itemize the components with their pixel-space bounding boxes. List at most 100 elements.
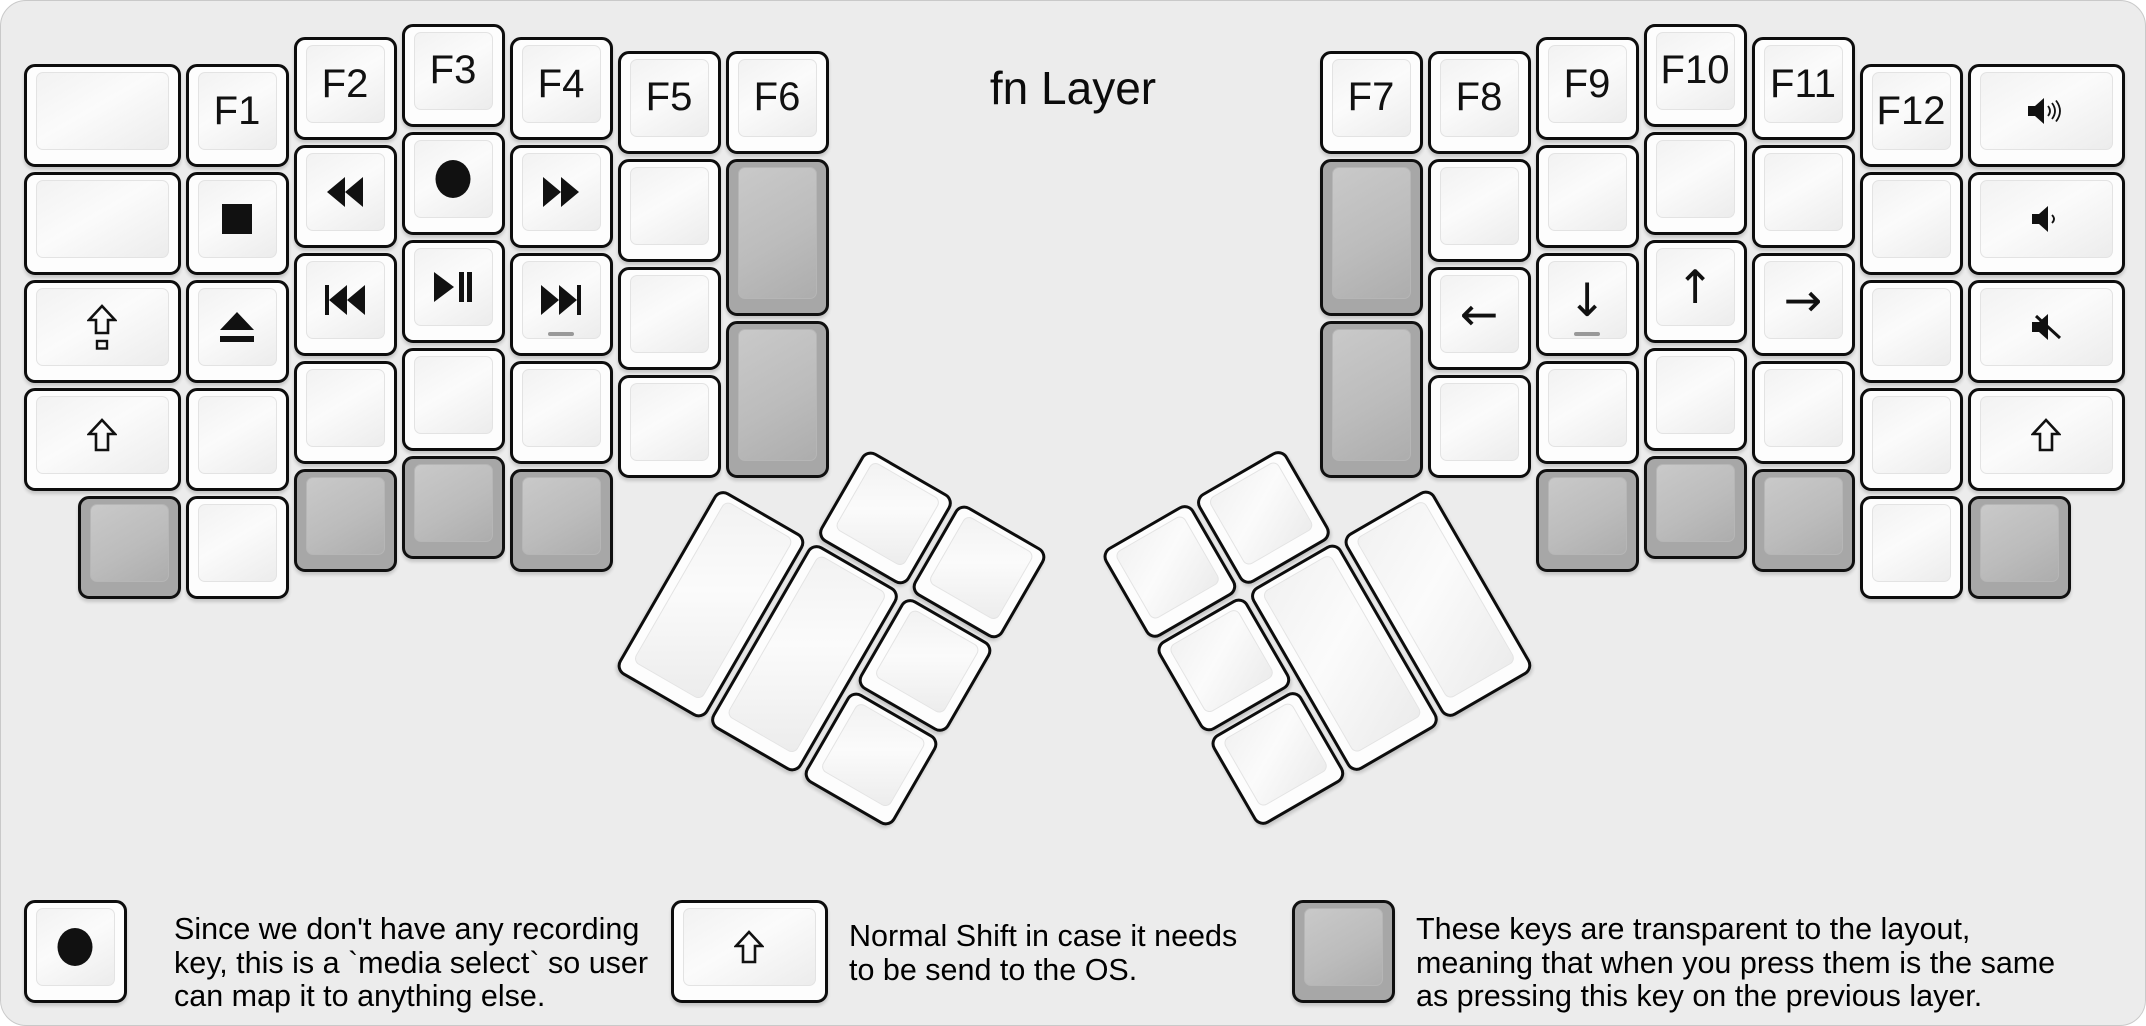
key-transparent[interactable] [1535,469,1639,572]
key-transparent[interactable] [1643,455,1747,559]
key-legend: F10 [1656,32,1735,110]
key-blank[interactable] [1859,496,1963,599]
key-transparent[interactable] [1319,158,1423,316]
key-legend: F11 [1764,45,1843,123]
keycap-surface [1331,58,1411,137]
shift-icon [683,908,816,986]
keycap-surface [1763,369,1843,447]
key-blank[interactable] [617,266,721,370]
key-shift-left[interactable] [23,388,181,491]
key-arrow-down[interactable]: ↓ [1535,253,1639,356]
key-f7[interactable]: F7 [1319,50,1423,154]
key-blank[interactable] [1859,388,1963,491]
homing-dash [548,332,574,336]
key-transparent[interactable] [1751,469,1855,572]
key-blank[interactable] [617,158,721,262]
key-volume-down[interactable] [1967,172,2125,275]
keycap-surface [197,504,277,582]
stop-icon [198,180,277,258]
key-record[interactable] [401,131,505,235]
key-blank[interactable] [1427,374,1531,478]
key-legend: F9 [1548,45,1627,123]
key-eject[interactable] [185,280,289,383]
key-legend [1440,383,1519,461]
shift-key-sample [670,899,828,1003]
key-label: F3 [429,48,477,92]
key-blank[interactable] [1643,131,1747,235]
key-transparent[interactable] [1967,496,2071,599]
key-blank[interactable] [185,388,289,491]
key-blank[interactable] [293,361,397,464]
key-blank[interactable] [1859,280,1963,383]
key-blank[interactable] [1427,158,1531,262]
keycap-surface [629,58,709,137]
key-play-pause[interactable] [401,239,505,343]
key-arrow-up[interactable]: ↑ [1643,239,1747,343]
keycap-surface [521,477,601,555]
keycap-surface [1979,504,2059,582]
key-f11[interactable]: F11 [1751,37,1855,140]
key-blank[interactable] [1751,145,1855,248]
key-transparent[interactable] [293,469,397,572]
keycap-surface [1655,247,1735,326]
key-f8[interactable]: F8 [1427,50,1531,154]
keycap-surface [197,396,277,474]
key-blank[interactable] [23,172,181,275]
key-blank[interactable] [401,347,505,451]
key-blank[interactable] [1535,361,1639,464]
key-legend: F2 [306,45,385,123]
key-f10[interactable]: F10 [1643,23,1747,127]
key-legend [1332,167,1411,299]
key-legend: F3 [414,32,493,110]
keycap-surface [35,72,169,150]
key-rewind[interactable] [293,145,397,248]
key-f9[interactable]: F9 [1535,37,1639,140]
key-transparent[interactable] [725,158,829,316]
key-shift-right[interactable] [1967,388,2125,491]
key-f12[interactable]: F12 [1859,64,1963,167]
record-key-sample [23,899,127,1003]
key-blank[interactable] [185,496,289,599]
key-transparent[interactable] [725,320,829,478]
keycap-surface [629,274,709,353]
key-legend [1872,288,1951,366]
key-arrow-right[interactable]: → [1751,253,1855,356]
prev-track-icon [306,261,385,339]
keycap-surface [1439,166,1519,245]
key-f2[interactable]: F2 [293,37,397,140]
key-legend [1980,504,2059,582]
key-blank[interactable] [1859,172,1963,275]
key-blank[interactable] [1535,145,1639,248]
key-f1[interactable]: F1 [185,64,289,167]
key-blank[interactable] [1751,361,1855,464]
key-next-track[interactable] [509,253,613,356]
key-legend [1764,477,1843,555]
key-blank[interactable] [617,374,721,478]
key-f3[interactable]: F3 [401,23,505,127]
key-transparent[interactable] [401,455,505,559]
key-blank[interactable] [1643,347,1747,451]
caps-lock-icon [36,288,169,366]
key-fast-forward[interactable] [509,145,613,248]
key-blank[interactable] [509,361,613,464]
key-blank[interactable] [23,64,181,167]
key-label: F9 [1563,61,1611,106]
key-stop[interactable] [185,172,289,275]
key-f4[interactable]: F4 [509,37,613,140]
key-transparent[interactable] [77,496,181,599]
key-transparent[interactable] [1319,320,1423,478]
key-caps-lock[interactable] [23,280,181,383]
keycap-surface [1979,72,2113,150]
key-legend: F4 [522,45,601,123]
key-mute[interactable] [1967,280,2125,383]
key-volume-up[interactable] [1967,64,2125,167]
keycap-surface [1655,139,1735,218]
key-arrow-left[interactable]: ← [1427,266,1531,370]
key-legend [833,460,940,567]
key-f5[interactable]: F5 [617,50,721,154]
key-legend [1548,477,1627,555]
key-f6[interactable]: F6 [725,50,829,154]
key-prev-track[interactable] [293,253,397,356]
key-transparent[interactable] [509,469,613,572]
